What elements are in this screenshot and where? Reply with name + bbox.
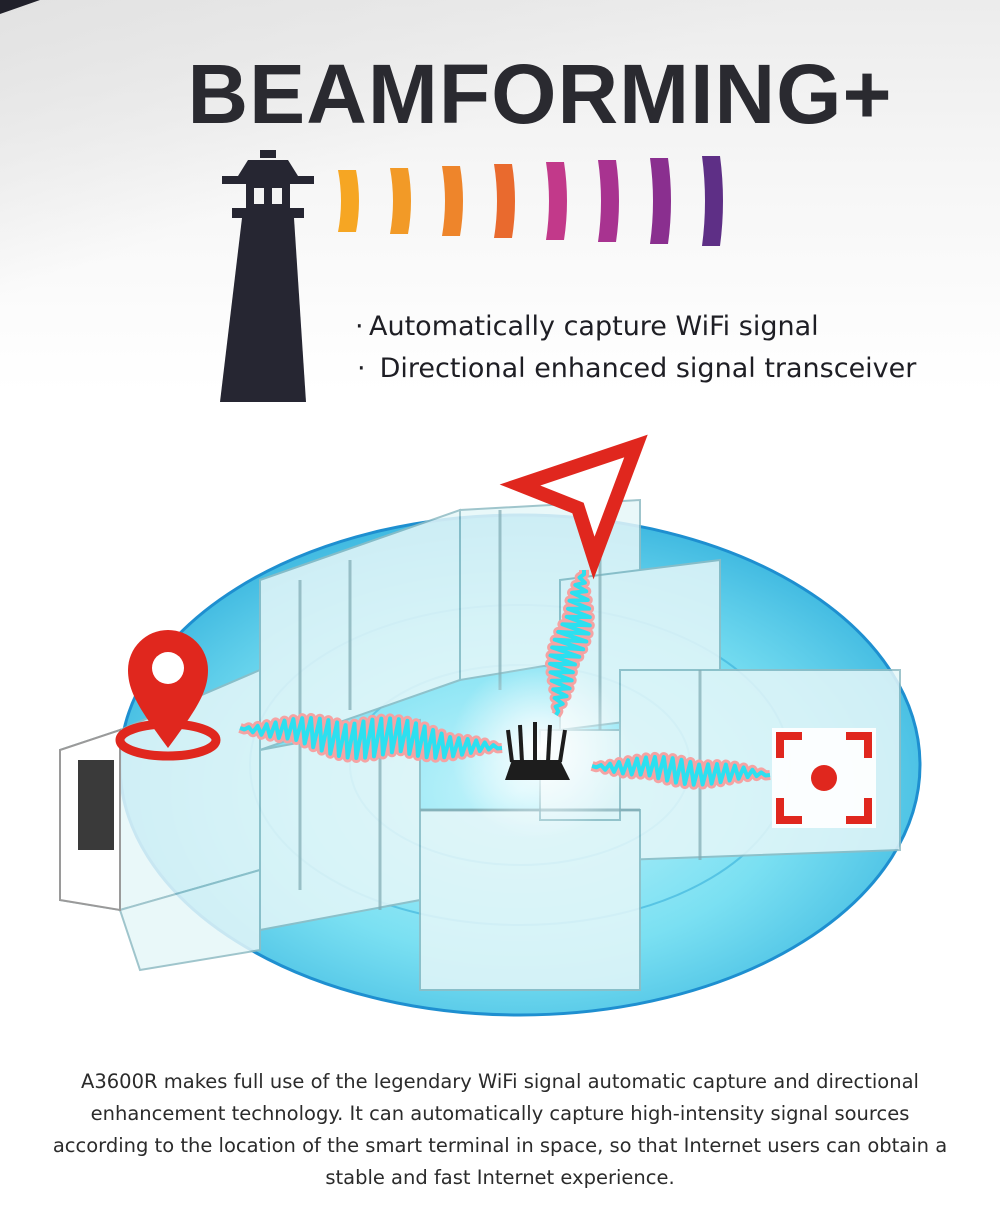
signal-beam-bar — [702, 156, 723, 246]
signal-beam-icon — [338, 156, 723, 246]
feature-text: Directional enhanced signal transceiver — [379, 353, 917, 384]
feature-text: Automatically capture WiFi signal — [369, 311, 819, 342]
signal-wave — [239, 716, 503, 760]
signal-beam-bar — [598, 160, 619, 242]
description-text: A3600R makes full use of the legendary W… — [52, 1070, 948, 1189]
target-focus-icon — [772, 728, 876, 828]
location-pin-icon — [115, 630, 221, 761]
feature-item: · Directional enhanced signal transceive… — [357, 353, 917, 384]
signal-beam-bar — [442, 166, 463, 236]
router-icon — [505, 722, 570, 780]
signal-waves — [238, 569, 771, 790]
lighthouse-icon — [220, 150, 314, 402]
corner-mark — [0, 0, 40, 14]
navigation-arrow-icon — [499, 434, 648, 580]
signal-beam-bar — [650, 158, 671, 244]
page-title: BEAMFORMING+ — [187, 47, 893, 141]
signal-wave — [591, 754, 771, 787]
coverage-illustration — [59, 434, 922, 1017]
background-shade — [0, 0, 1000, 300]
signal-beam-bar — [494, 164, 515, 238]
signal-wave — [548, 569, 592, 717]
signal-beam-bar — [390, 168, 411, 234]
signal-beam-bar — [338, 170, 359, 232]
feature-list: ·Automatically capture WiFi signal · Dir… — [355, 306, 916, 390]
feature-item: ·Automatically capture WiFi signal — [355, 311, 819, 342]
signal-beam-bar — [546, 162, 567, 240]
